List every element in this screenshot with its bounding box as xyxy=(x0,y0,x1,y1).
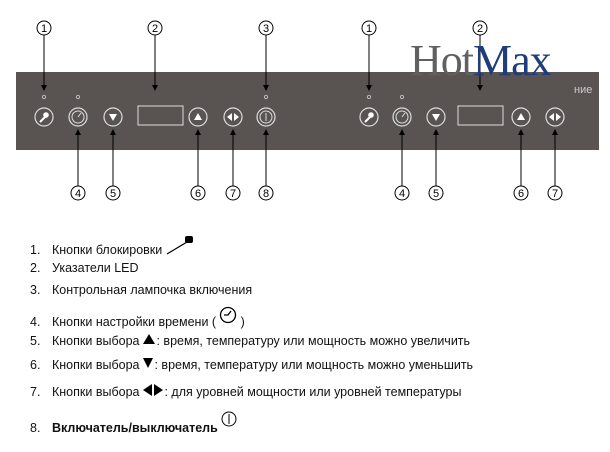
item-number: 3. xyxy=(30,283,41,297)
logo-part1: Hot xyxy=(410,36,474,85)
left-right-icon xyxy=(143,384,164,396)
item-suffix: : для уровней мощности или уровней темпе… xyxy=(164,385,462,399)
svg-text:7: 7 xyxy=(230,188,236,200)
callout-4: 4 xyxy=(394,129,410,201)
callout-5: 5 xyxy=(428,129,444,201)
callout-2: 2 xyxy=(472,20,488,91)
item-text: Контрольная лампочка включения xyxy=(52,283,253,297)
callout-1: 1 xyxy=(36,20,52,91)
svg-text:2: 2 xyxy=(152,23,158,35)
svg-text:1: 1 xyxy=(366,23,372,35)
indicator-led xyxy=(42,95,47,100)
item-suffix: ) xyxy=(240,315,245,329)
item-text: Кнопки блокировки xyxy=(52,243,163,257)
svg-text:7: 7 xyxy=(552,188,558,200)
up-triangle-icon xyxy=(143,334,156,344)
item-text: Кнопки выбора xyxy=(52,334,140,348)
indicator-led xyxy=(399,95,404,100)
led-display xyxy=(457,105,504,126)
leftright-button[interactable] xyxy=(223,107,243,127)
indicator-led xyxy=(366,95,371,100)
control-panel-diagram: 1 2 3 1 2 4 5 6 7 8 4 5 6 7 xyxy=(16,20,599,201)
item-number: 5. xyxy=(30,334,41,348)
callout-6: 6 xyxy=(190,129,206,201)
leftright-icon xyxy=(549,113,561,121)
svg-text:6: 6 xyxy=(195,188,201,200)
svg-text:4: 4 xyxy=(399,188,405,200)
callout-7: 7 xyxy=(547,129,563,201)
item-text: Включатель/выключатель xyxy=(52,421,218,435)
logo-subtitle: ние xyxy=(574,84,593,96)
legend-item-4: 4. Кнопки настройки времени ( ) xyxy=(30,306,245,329)
hotmax-logo: HotMax xyxy=(410,36,552,85)
svg-text:1: 1 xyxy=(41,23,47,35)
down-button[interactable] xyxy=(426,107,446,127)
svg-text:2: 2 xyxy=(477,23,483,35)
item-text: Кнопки настройки времени ( xyxy=(52,315,217,329)
callout-5: 5 xyxy=(105,129,121,201)
leftright-icon xyxy=(227,113,239,121)
item-number: 4. xyxy=(30,315,41,329)
power-button[interactable] xyxy=(256,107,276,127)
callout-4: 4 xyxy=(70,129,86,201)
callout-8: 8 xyxy=(258,129,274,201)
legend-item-1: 1. Кнопки блокировки xyxy=(30,236,195,257)
item-suffix: : время, температуру или мощность можно … xyxy=(156,334,471,348)
lock-icon xyxy=(39,112,49,123)
svg-text:5: 5 xyxy=(110,188,116,200)
lock-button[interactable] xyxy=(34,107,54,127)
item-number: 2. xyxy=(30,261,41,275)
legend-item-2: 2. Указатели LED xyxy=(30,261,139,275)
svg-text:4: 4 xyxy=(75,188,81,200)
legend-item-7: 7. Кнопки выбора : для уровней мощности ил… xyxy=(30,384,461,399)
up-button[interactable] xyxy=(188,107,208,127)
timer-button[interactable] xyxy=(392,107,412,127)
power-icon xyxy=(259,110,273,124)
legend-item-6: 6. Кнопки выбора : время, температуру или … xyxy=(30,357,473,372)
item-number: 8. xyxy=(30,421,41,435)
timer-button[interactable] xyxy=(68,107,88,127)
lock-icon xyxy=(364,112,374,123)
legend-item-3: 3. Контрольная лампочка включения xyxy=(30,283,252,297)
svg-text:6: 6 xyxy=(518,188,524,200)
svg-text:8: 8 xyxy=(263,188,269,200)
up-icon xyxy=(194,113,202,120)
item-number: 6. xyxy=(30,358,41,372)
callout-3: 3 xyxy=(258,20,274,91)
logo-part2: Max xyxy=(473,36,552,85)
callout-2: 2 xyxy=(147,20,163,91)
clock-icon xyxy=(219,306,237,324)
key-icon xyxy=(166,236,194,255)
item-number: 1. xyxy=(30,243,41,257)
legend-item-8: 8. Включатель/выключатель xyxy=(30,410,237,435)
timer-icon xyxy=(71,110,85,124)
down-triangle-icon xyxy=(143,358,154,368)
svg-text:3: 3 xyxy=(263,23,269,35)
power-icon xyxy=(221,411,237,427)
lock-button[interactable] xyxy=(359,107,379,127)
svg-text:5: 5 xyxy=(433,188,439,200)
down-button[interactable] xyxy=(103,107,123,127)
indicator-led xyxy=(263,95,268,100)
indicator-led xyxy=(76,95,81,100)
item-text: Указатели LED xyxy=(52,261,139,275)
callout-6: 6 xyxy=(513,129,529,201)
item-number: 7. xyxy=(30,385,41,399)
timer-icon xyxy=(395,110,409,124)
down-icon xyxy=(432,114,440,121)
item-text: Кнопки выбора xyxy=(52,385,140,399)
callout-7: 7 xyxy=(225,129,241,201)
leftright-button[interactable] xyxy=(545,107,565,127)
item-text: Кнопки выбора xyxy=(52,358,140,372)
up-button[interactable] xyxy=(511,107,531,127)
item-suffix: : время, температуру или мощность можно … xyxy=(154,358,474,372)
callout-1: 1 xyxy=(361,20,377,91)
led-display xyxy=(137,105,184,126)
legend-item-5: 5. Кнопки выбора : время, температуру или … xyxy=(30,333,470,348)
up-icon xyxy=(517,113,525,120)
down-icon xyxy=(109,114,117,121)
